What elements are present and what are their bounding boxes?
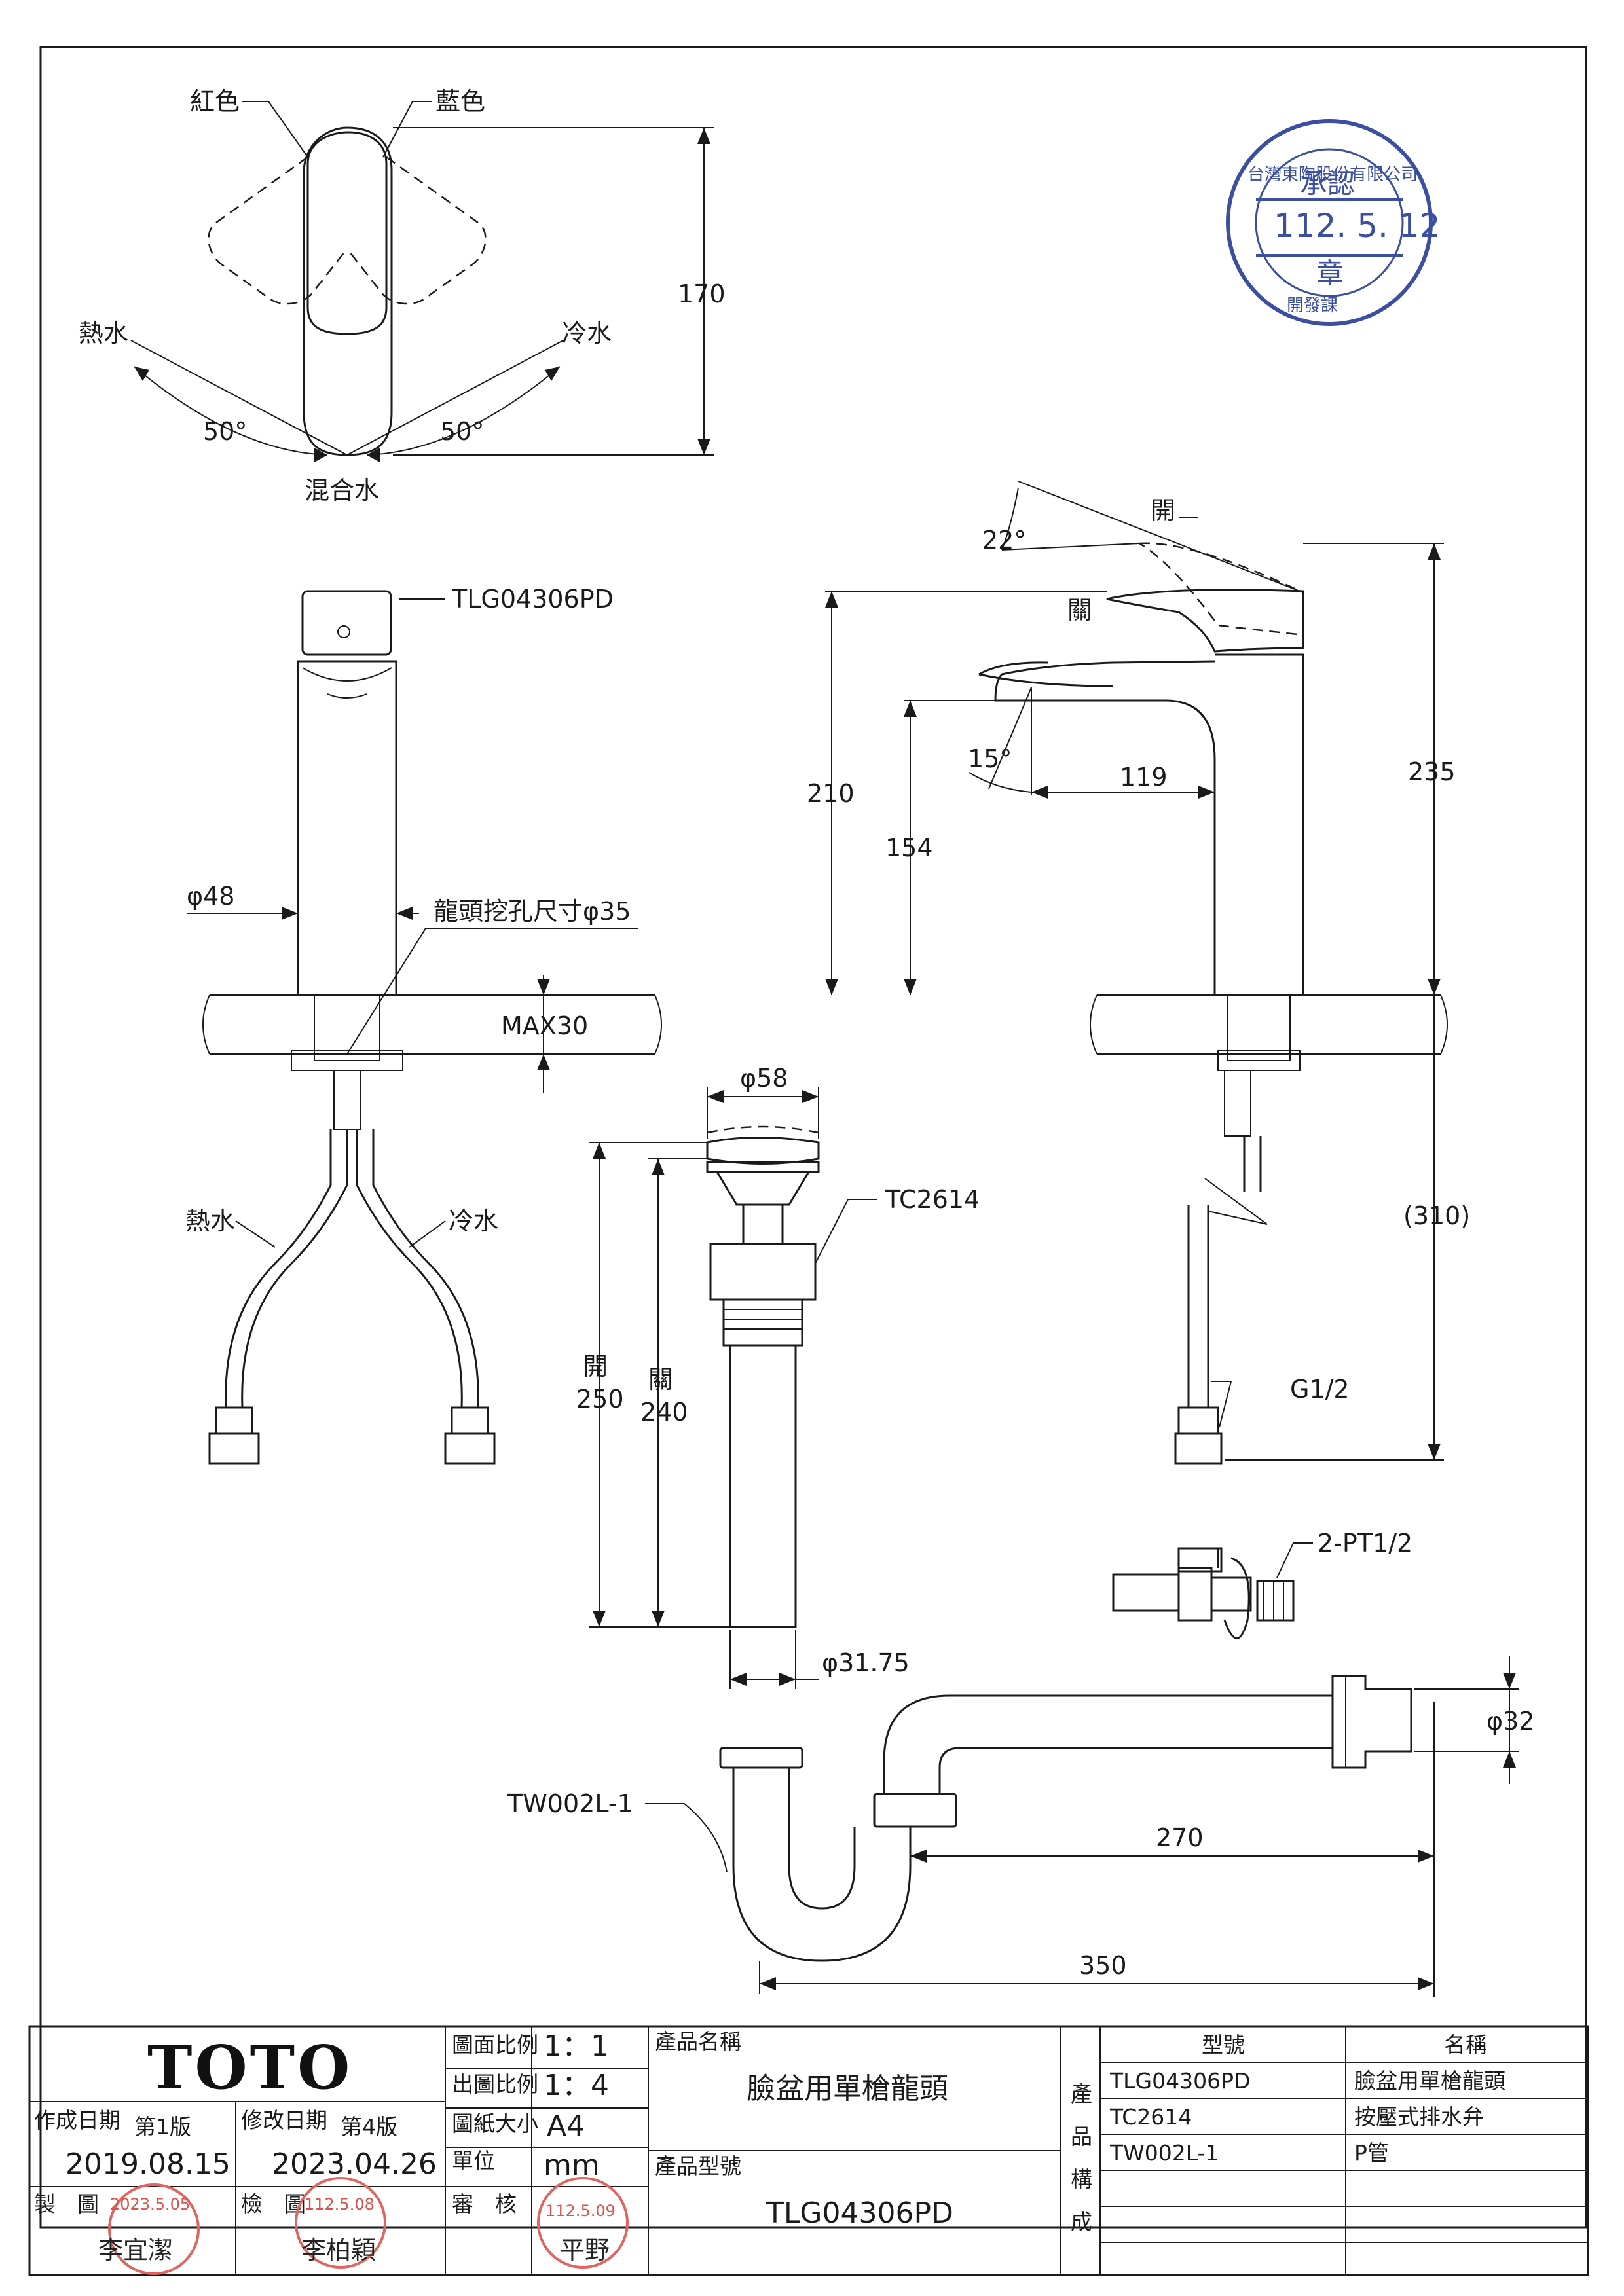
parts-row-3-name: P管 bbox=[1354, 2140, 1389, 2166]
valve-thread-callout: 2-PT1/2 bbox=[1318, 1529, 1412, 1558]
max-counter-thickness: MAX30 bbox=[501, 1011, 588, 1040]
height-154-label: 154 bbox=[885, 833, 933, 862]
created-label: 作成日期 bbox=[34, 2107, 120, 2133]
side-view: 開 關 22° 15° 119 210 154 235 (310) G1/2 bbox=[807, 481, 1470, 1465]
length-270-label: 270 bbox=[1156, 1823, 1204, 1852]
created-date: 2019.08.15 bbox=[65, 2147, 231, 2181]
scale-value: 1：1 bbox=[544, 2030, 609, 2063]
faucet-model-callout: TLG04306PD bbox=[451, 585, 614, 613]
unit-label: 單位 bbox=[452, 2148, 495, 2174]
drain-diameter-label: φ58 bbox=[740, 1064, 788, 1093]
hot-water-label: 熱水 bbox=[79, 319, 128, 348]
revised-date: 2023.04.26 bbox=[272, 2147, 437, 2181]
parts-header-name: 名稱 bbox=[1444, 2032, 1487, 2058]
top-view: 紅色 藍色 熱水 冷水 50° 50° 混合水 170 bbox=[79, 87, 726, 505]
stamp-title: 承認 bbox=[1300, 168, 1355, 200]
drawn-stamp-date: 2023.5.05 bbox=[110, 2195, 190, 2214]
thread-size-label: G1/2 bbox=[1290, 1375, 1350, 1404]
p-trap-view: TW002L-1 φ32 270 350 bbox=[507, 1656, 1534, 1997]
checked-name: 李柏穎 bbox=[301, 2236, 376, 2265]
drain-model-callout: TC2614 bbox=[885, 1185, 980, 1214]
composition-char-4: 成 bbox=[1071, 2209, 1092, 2234]
stamp-company: 台灣東陶股份有限公司 bbox=[1247, 165, 1418, 185]
length-350-label: 350 bbox=[1079, 1951, 1127, 1980]
drain-close-value: 240 bbox=[640, 1398, 688, 1427]
print-scale-label: 出圖比例 bbox=[452, 2071, 538, 2097]
stamp-seal: 章 bbox=[1316, 257, 1344, 289]
drain-view: φ58 TC2614 開 250 關 240 φ31.75 bbox=[576, 1064, 980, 1689]
lever-angle-label: 22° bbox=[982, 526, 1026, 555]
parts-header-model: 型號 bbox=[1202, 2032, 1245, 2058]
angle-valve-view: 2-PT1/2 bbox=[1112, 1529, 1412, 1639]
drain-open-value: 250 bbox=[576, 1385, 624, 1413]
product-name: 臉盆用單槍龍頭 bbox=[747, 2072, 948, 2105]
height-235-label: 235 bbox=[1408, 757, 1456, 786]
product-model: TLG04306PD bbox=[766, 2196, 953, 2230]
red-color-label: 紅色 bbox=[190, 87, 240, 116]
drain-close-label: 關 bbox=[648, 1365, 673, 1394]
revised-label: 修改日期 bbox=[241, 2107, 327, 2133]
product-model-label: 產品型號 bbox=[655, 2153, 741, 2179]
paper-size-value: A4 bbox=[547, 2109, 585, 2143]
drawn-name: 李宜潔 bbox=[98, 2236, 173, 2265]
height-170-label: 170 bbox=[678, 280, 726, 308]
stamp-date: 112. 5. 12 bbox=[1274, 207, 1440, 245]
title-block: TOTO 作成日期 第1版 2019.08.15 修改日期 第4版 2023.0… bbox=[28, 2025, 1589, 2276]
front-hot-water-label: 熱水 bbox=[185, 1207, 235, 1235]
checked-label: 檢 圖 bbox=[241, 2191, 306, 2217]
reach-119-label: 119 bbox=[1120, 763, 1168, 792]
parts-row-2-model: TC2614 bbox=[1109, 2104, 1192, 2130]
body-diameter-label: φ48 bbox=[187, 882, 234, 911]
mixed-water-label: 混合水 bbox=[304, 476, 379, 505]
composition-char-1: 產 bbox=[1071, 2081, 1092, 2107]
hole-size-callout: 龍頭挖孔尺寸φ35 bbox=[434, 897, 631, 926]
cold-water-label: 冷水 bbox=[562, 319, 612, 348]
checked-stamp-date: 112.5.08 bbox=[304, 2195, 375, 2214]
composition-char-3: 構 bbox=[1071, 2166, 1092, 2192]
pipe-diameter-label: φ31.75 bbox=[822, 1649, 910, 1677]
drawing-border bbox=[39, 46, 1587, 2229]
parts-row-3-model: TW002L-1 bbox=[1109, 2140, 1219, 2166]
scale-label: 圖面比例 bbox=[452, 2032, 538, 2058]
parts-row-1-model: TLG04306PD bbox=[1109, 2068, 1250, 2094]
spout-angle-label: 15° bbox=[968, 744, 1012, 773]
toto-logo: TOTO bbox=[147, 2032, 352, 2103]
stamp-dept: 開發課 bbox=[1287, 296, 1338, 316]
trap-model-callout: TW002L-1 bbox=[507, 1789, 633, 1818]
parts-row-2-name: 按壓式排水弁 bbox=[1354, 2104, 1484, 2130]
drain-open-label: 開 bbox=[583, 1352, 608, 1381]
print-scale-value: 1：4 bbox=[544, 2069, 609, 2102]
blue-color-label: 藍色 bbox=[435, 87, 485, 116]
right-angle-label: 50° bbox=[440, 417, 484, 446]
approval-stamp: 台灣東陶股份有限公司 承認 112. 5. 12 章 開發課 bbox=[1226, 119, 1440, 326]
lever-close-label: 關 bbox=[1067, 596, 1092, 625]
left-angle-label: 50° bbox=[203, 417, 247, 446]
product-name-label: 產品名稱 bbox=[655, 2029, 741, 2054]
front-cold-water-label: 冷水 bbox=[449, 1207, 498, 1235]
trap-diameter-label: φ32 bbox=[1486, 1707, 1534, 1736]
created-version: 第1版 bbox=[134, 2114, 191, 2140]
drawn-label: 製 圖 bbox=[34, 2191, 99, 2217]
approved-label: 審 核 bbox=[452, 2191, 517, 2217]
front-view: TLG04306PD φ48 龍頭挖孔尺寸φ35 MAX30 熱水 冷水 bbox=[185, 585, 662, 1465]
hose-length-label: (310) bbox=[1403, 1201, 1470, 1230]
parts-row-1-name: 臉盆用單槍龍頭 bbox=[1354, 2068, 1505, 2094]
height-210-label: 210 bbox=[807, 779, 855, 808]
approved-stamp-date: 112.5.09 bbox=[545, 2202, 616, 2220]
unit-value: mm bbox=[544, 2149, 600, 2182]
lever-open-label: 開 bbox=[1151, 496, 1175, 525]
paper-size-label: 圖紙大小 bbox=[452, 2111, 538, 2136]
revised-version: 第4版 bbox=[341, 2114, 397, 2140]
approved-name: 平野 bbox=[560, 2236, 610, 2265]
composition-char-2: 品 bbox=[1071, 2124, 1092, 2149]
